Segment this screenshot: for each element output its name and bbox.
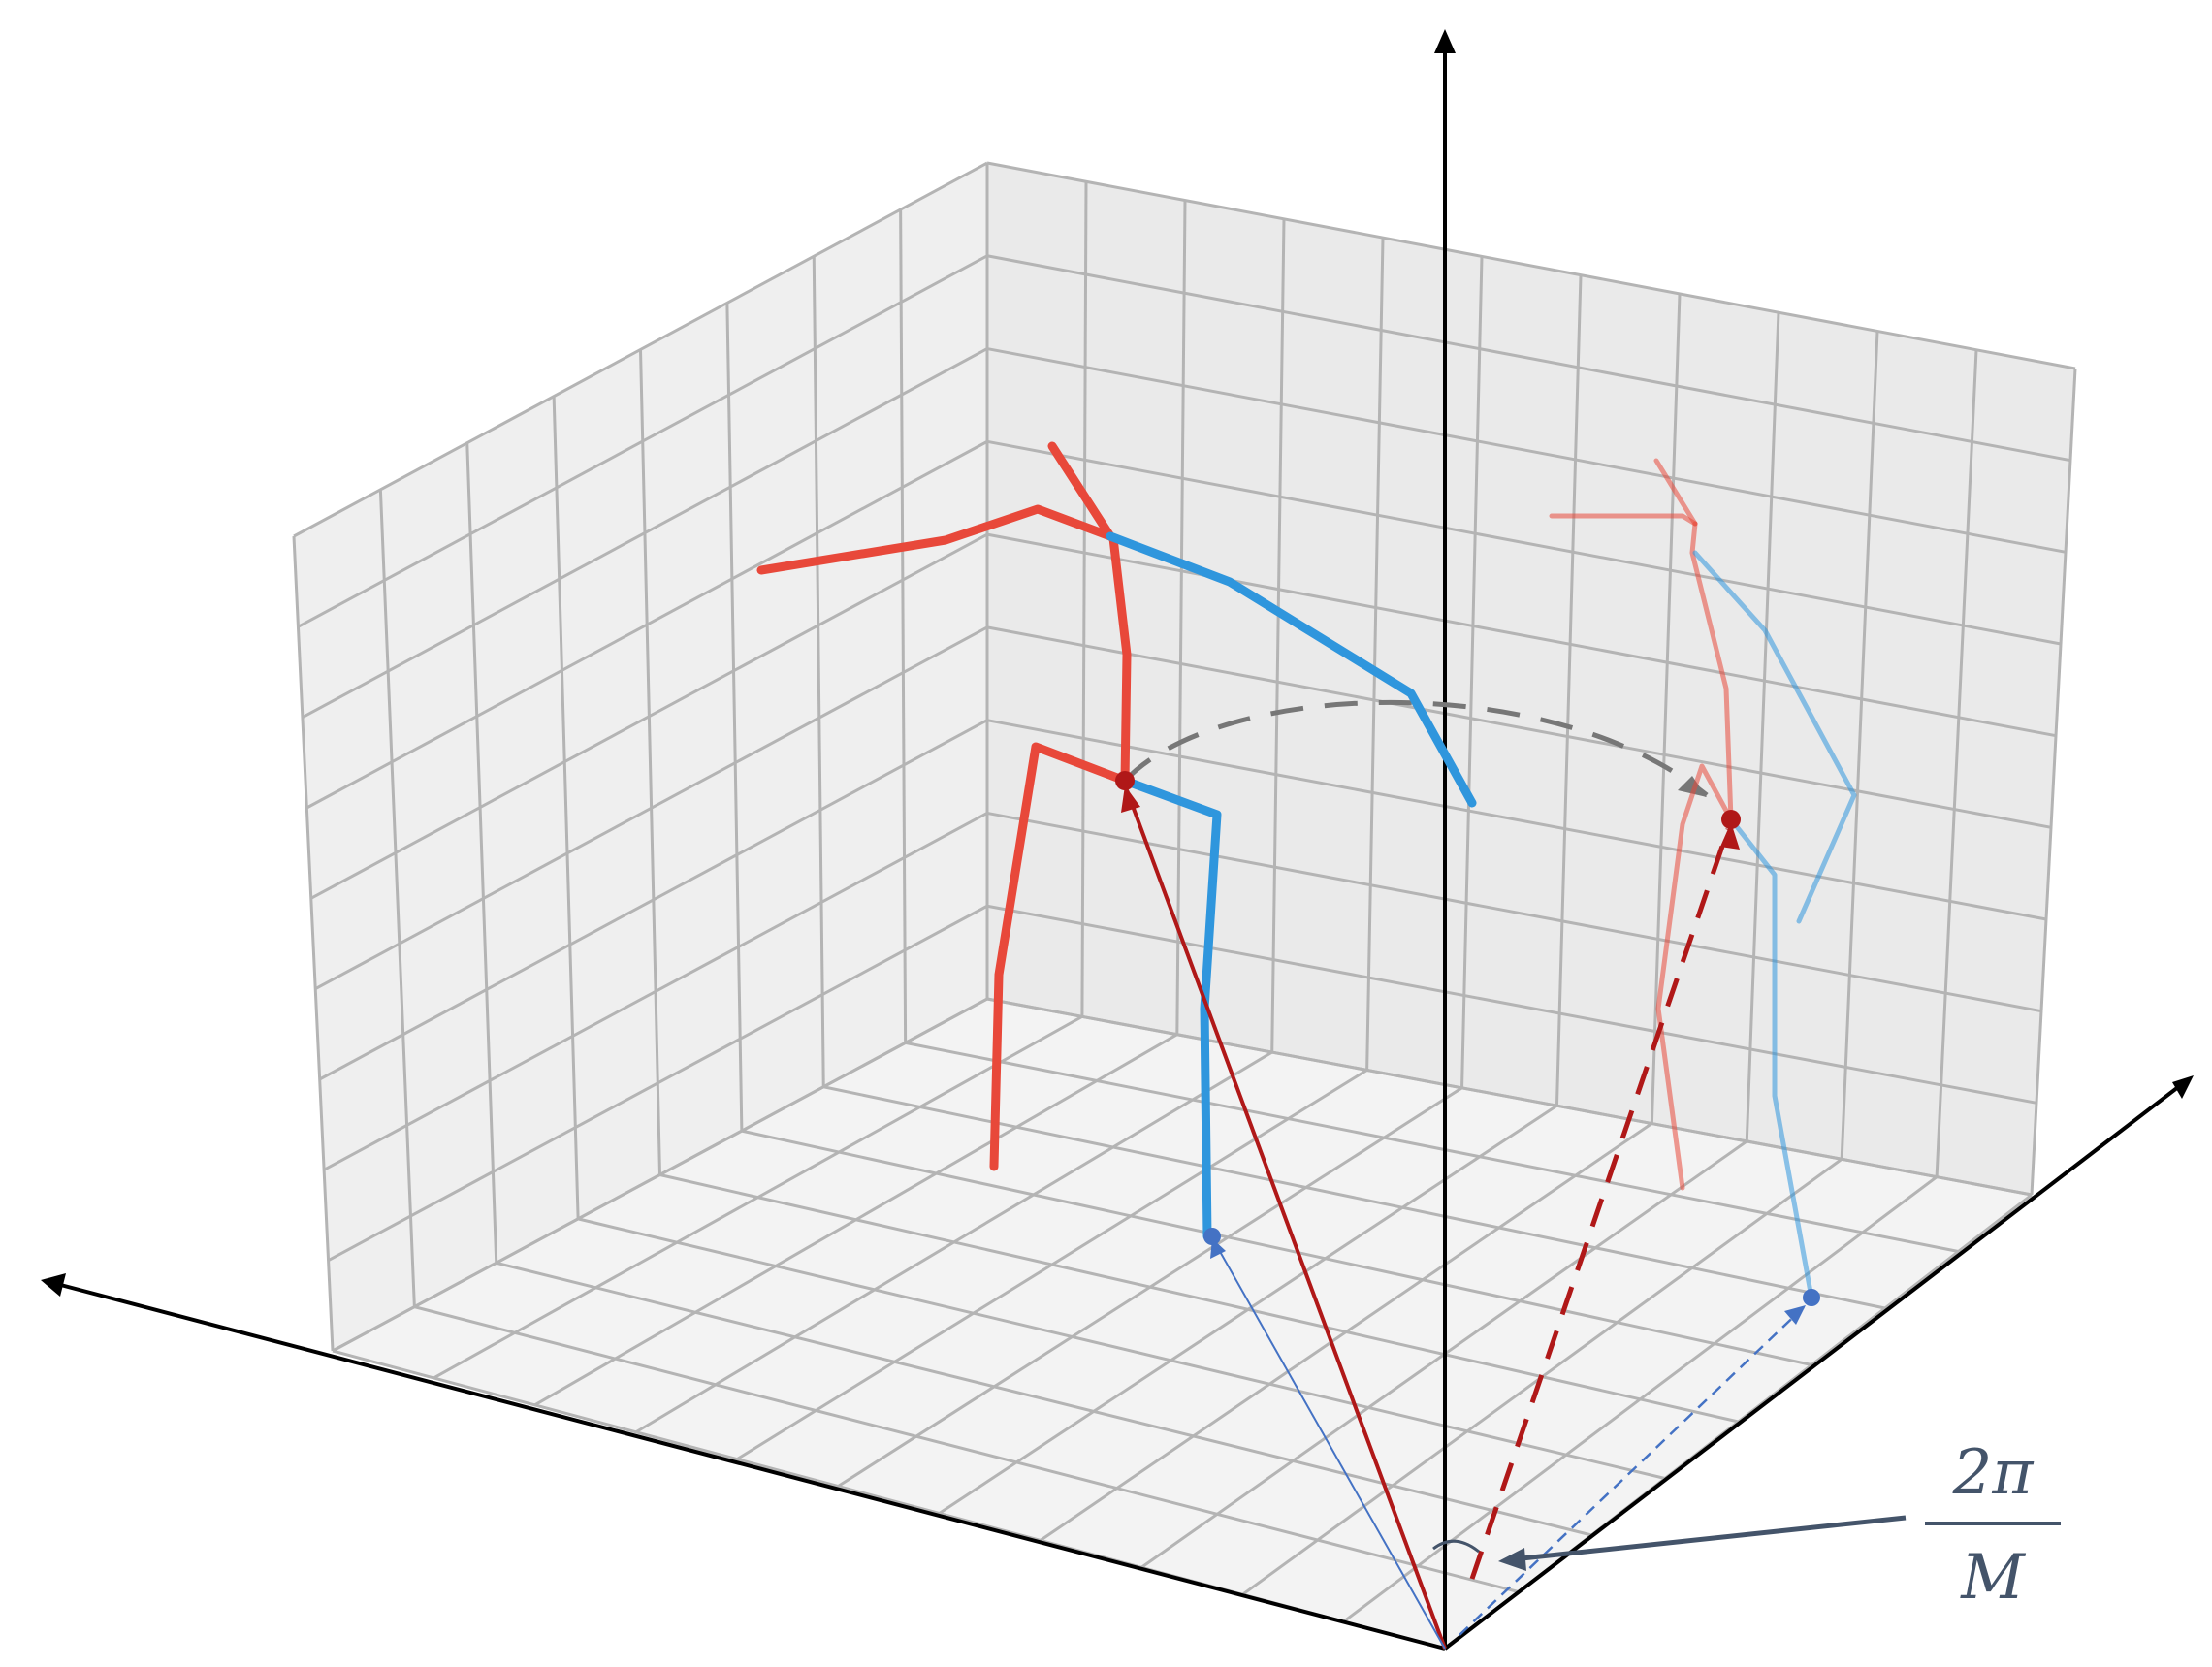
- vectors: [1125, 789, 1805, 1650]
- arm-blue: [1106, 531, 1477, 808]
- grid-line: [659, 1173, 1739, 1424]
- back-pane: [987, 163, 2075, 1195]
- head: [1047, 441, 1115, 541]
- grid-line: [293, 161, 988, 538]
- floor-pane: [333, 999, 2032, 1649]
- arrow-head-icon: [1720, 822, 1740, 850]
- grid-line: [938, 1104, 1558, 1515]
- grid-line: [465, 442, 498, 1264]
- grid-line: [986, 254, 2071, 463]
- grid-line: [552, 396, 580, 1219]
- grid-line: [639, 349, 661, 1175]
- angle-arc: [1432, 1539, 1480, 1554]
- grid-line: [496, 1261, 1592, 1537]
- blue-rotated-vector: [1459, 1306, 1805, 1636]
- grid-line: [986, 439, 2062, 646]
- grid-line: [812, 256, 825, 1087]
- angle-denominator: M: [1961, 1542, 2025, 1614]
- joint-dot-icon: [1203, 1228, 1221, 1245]
- grid-line: [302, 347, 988, 719]
- grid-line: [1935, 349, 1978, 1177]
- grid-line: [1270, 218, 1286, 1053]
- grid-line: [905, 1041, 1959, 1253]
- grid-line: [310, 532, 988, 900]
- arm-red: [756, 504, 1115, 575]
- grid-line: [635, 1050, 1273, 1434]
- joint-dot-icon: [1803, 1289, 1820, 1306]
- grid-line: [986, 997, 2033, 1197]
- grid-line: [533, 1033, 1178, 1407]
- grid-line: [1175, 200, 1187, 1035]
- grid-line: [1080, 181, 1088, 1017]
- rotated-arm-blue: [1692, 550, 1857, 924]
- grid-line: [332, 997, 988, 1353]
- original-pose: [756, 441, 1477, 1241]
- joint-dot-icon: [1721, 810, 1741, 829]
- rotated-leg-red: [1655, 763, 1734, 1191]
- grid-line: [986, 904, 2037, 1105]
- leg-blue: [1120, 776, 1222, 1241]
- grid-line: [1745, 312, 1780, 1141]
- blue-vector: [1213, 1240, 1446, 1650]
- grid-line: [1555, 274, 1583, 1106]
- joint-dots: [1115, 771, 1820, 1306]
- 3d-panes: [294, 163, 2075, 1649]
- rotation-arc: [1123, 699, 1709, 797]
- annotation-pointer: [1512, 1515, 1907, 1562]
- arrow-head-icon: [1434, 29, 1456, 53]
- grid-line: [741, 1129, 1812, 1366]
- grid-line: [986, 161, 2076, 370]
- grid-line: [2030, 368, 2077, 1196]
- grid-line: [378, 489, 416, 1307]
- axis-arrow-heads: [41, 29, 2194, 1297]
- grid-line: [986, 811, 2042, 1013]
- grid-line: [297, 254, 988, 628]
- angle-label: 2π M: [1925, 1430, 2061, 1620]
- fraction-bar: [1925, 1522, 2061, 1525]
- grid-lines: [292, 161, 2077, 1651]
- grid-line: [837, 1086, 1463, 1488]
- grid-line: [1650, 293, 1682, 1124]
- grid-line: [577, 1217, 1666, 1480]
- grid-line: [1460, 256, 1484, 1088]
- grid-line: [736, 1069, 1368, 1460]
- grid-line: [323, 812, 988, 1171]
- arrow-head-icon: [2172, 1075, 2194, 1099]
- grid-line: [986, 625, 2052, 829]
- grid-line: [1840, 331, 1879, 1160]
- joint-dot-icon: [1115, 771, 1135, 790]
- arrow-head-icon: [1498, 1548, 1526, 1571]
- grid-line: [305, 440, 988, 810]
- leg-red: [989, 742, 1130, 1171]
- red-vector: [1125, 789, 1447, 1650]
- rotated-head: [1653, 458, 1698, 527]
- angle-numerator: 2π: [1952, 1437, 2034, 1509]
- rotated-pose: [1549, 458, 1857, 1300]
- arrow-head-icon: [41, 1273, 66, 1297]
- grid-line: [1365, 238, 1385, 1071]
- grid-line: [1040, 1122, 1653, 1542]
- grid-line: [899, 209, 908, 1043]
- grid-line: [292, 535, 335, 1352]
- grid-line: [725, 303, 744, 1132]
- grid-line: [986, 347, 2067, 554]
- grid-line: [314, 625, 988, 990]
- grid-line: [1342, 1175, 1938, 1623]
- rotated-leg-blue: [1728, 817, 1814, 1300]
- grid-line: [318, 719, 988, 1081]
- left-axis: [52, 1281, 1446, 1651]
- grid-line: [986, 532, 2057, 738]
- red-rotated-vector: [1469, 828, 1731, 1580]
- grid-line: [822, 1085, 1886, 1310]
- arrow-head-icon: [1784, 1305, 1806, 1325]
- rotated-spine: [1689, 521, 1734, 822]
- rotated-arm-red: [1549, 513, 1698, 527]
- grid-line: [327, 904, 988, 1262]
- arrow-head-icon: [1121, 785, 1140, 813]
- grid-line: [414, 1305, 1519, 1593]
- arrow-head-icon: [1678, 776, 1707, 797]
- grid-line: [986, 719, 2047, 921]
- grid-line: [433, 1015, 1083, 1380]
